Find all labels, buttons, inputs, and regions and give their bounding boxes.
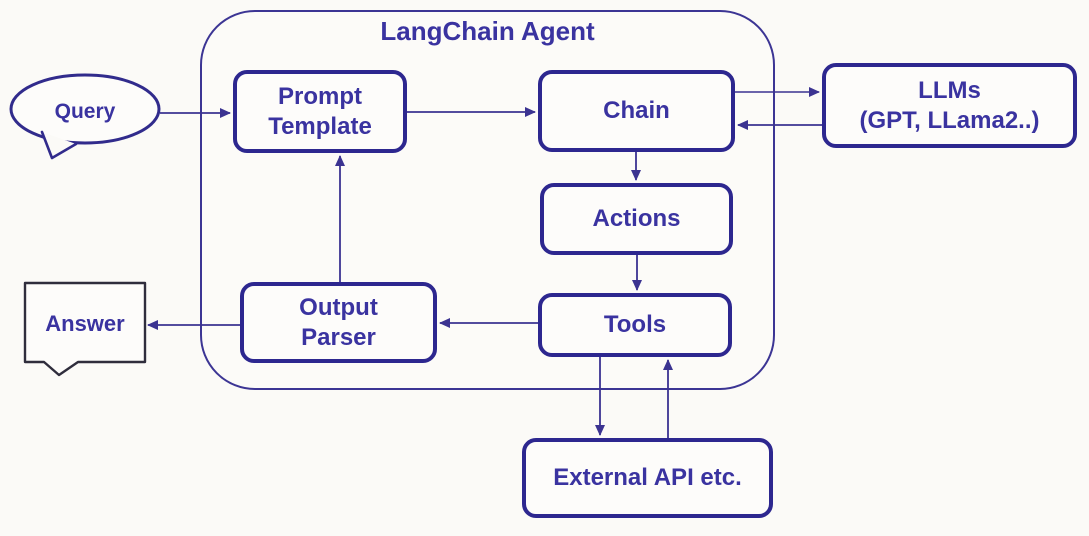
tools-label: Tools bbox=[603, 311, 667, 338]
answer-label: Answer bbox=[45, 311, 125, 336]
prompt-template-label-line1: Prompt bbox=[278, 82, 362, 110]
node-tools: Tools bbox=[538, 293, 732, 357]
node-llms: LLMs (GPT, LLama2..) bbox=[822, 63, 1077, 148]
diagram-title: LangChain Agent bbox=[380, 16, 595, 46]
output-parser-label-line1: Output bbox=[299, 293, 378, 321]
query-label: Query bbox=[54, 100, 116, 123]
actions-label: Actions bbox=[592, 205, 681, 232]
node-actions: Actions bbox=[540, 183, 733, 255]
node-chain: Chain bbox=[538, 70, 735, 152]
llms-label-line1: LLMs bbox=[918, 76, 981, 104]
answer-bubble-shape bbox=[23, 281, 147, 377]
prompt-template-label-line2: Template bbox=[268, 112, 372, 140]
node-prompt-template: Prompt Template bbox=[233, 70, 407, 153]
llms-label-line2: (GPT, LLama2..) bbox=[859, 106, 1040, 134]
chain-label: Chain bbox=[603, 97, 670, 124]
query-bubble-shape bbox=[9, 73, 161, 160]
node-external-api: External API etc. bbox=[522, 438, 773, 518]
external-api-label: External API etc. bbox=[553, 464, 742, 491]
node-output-parser: Output Parser bbox=[240, 282, 437, 363]
output-parser-label-line2: Parser bbox=[301, 323, 376, 351]
